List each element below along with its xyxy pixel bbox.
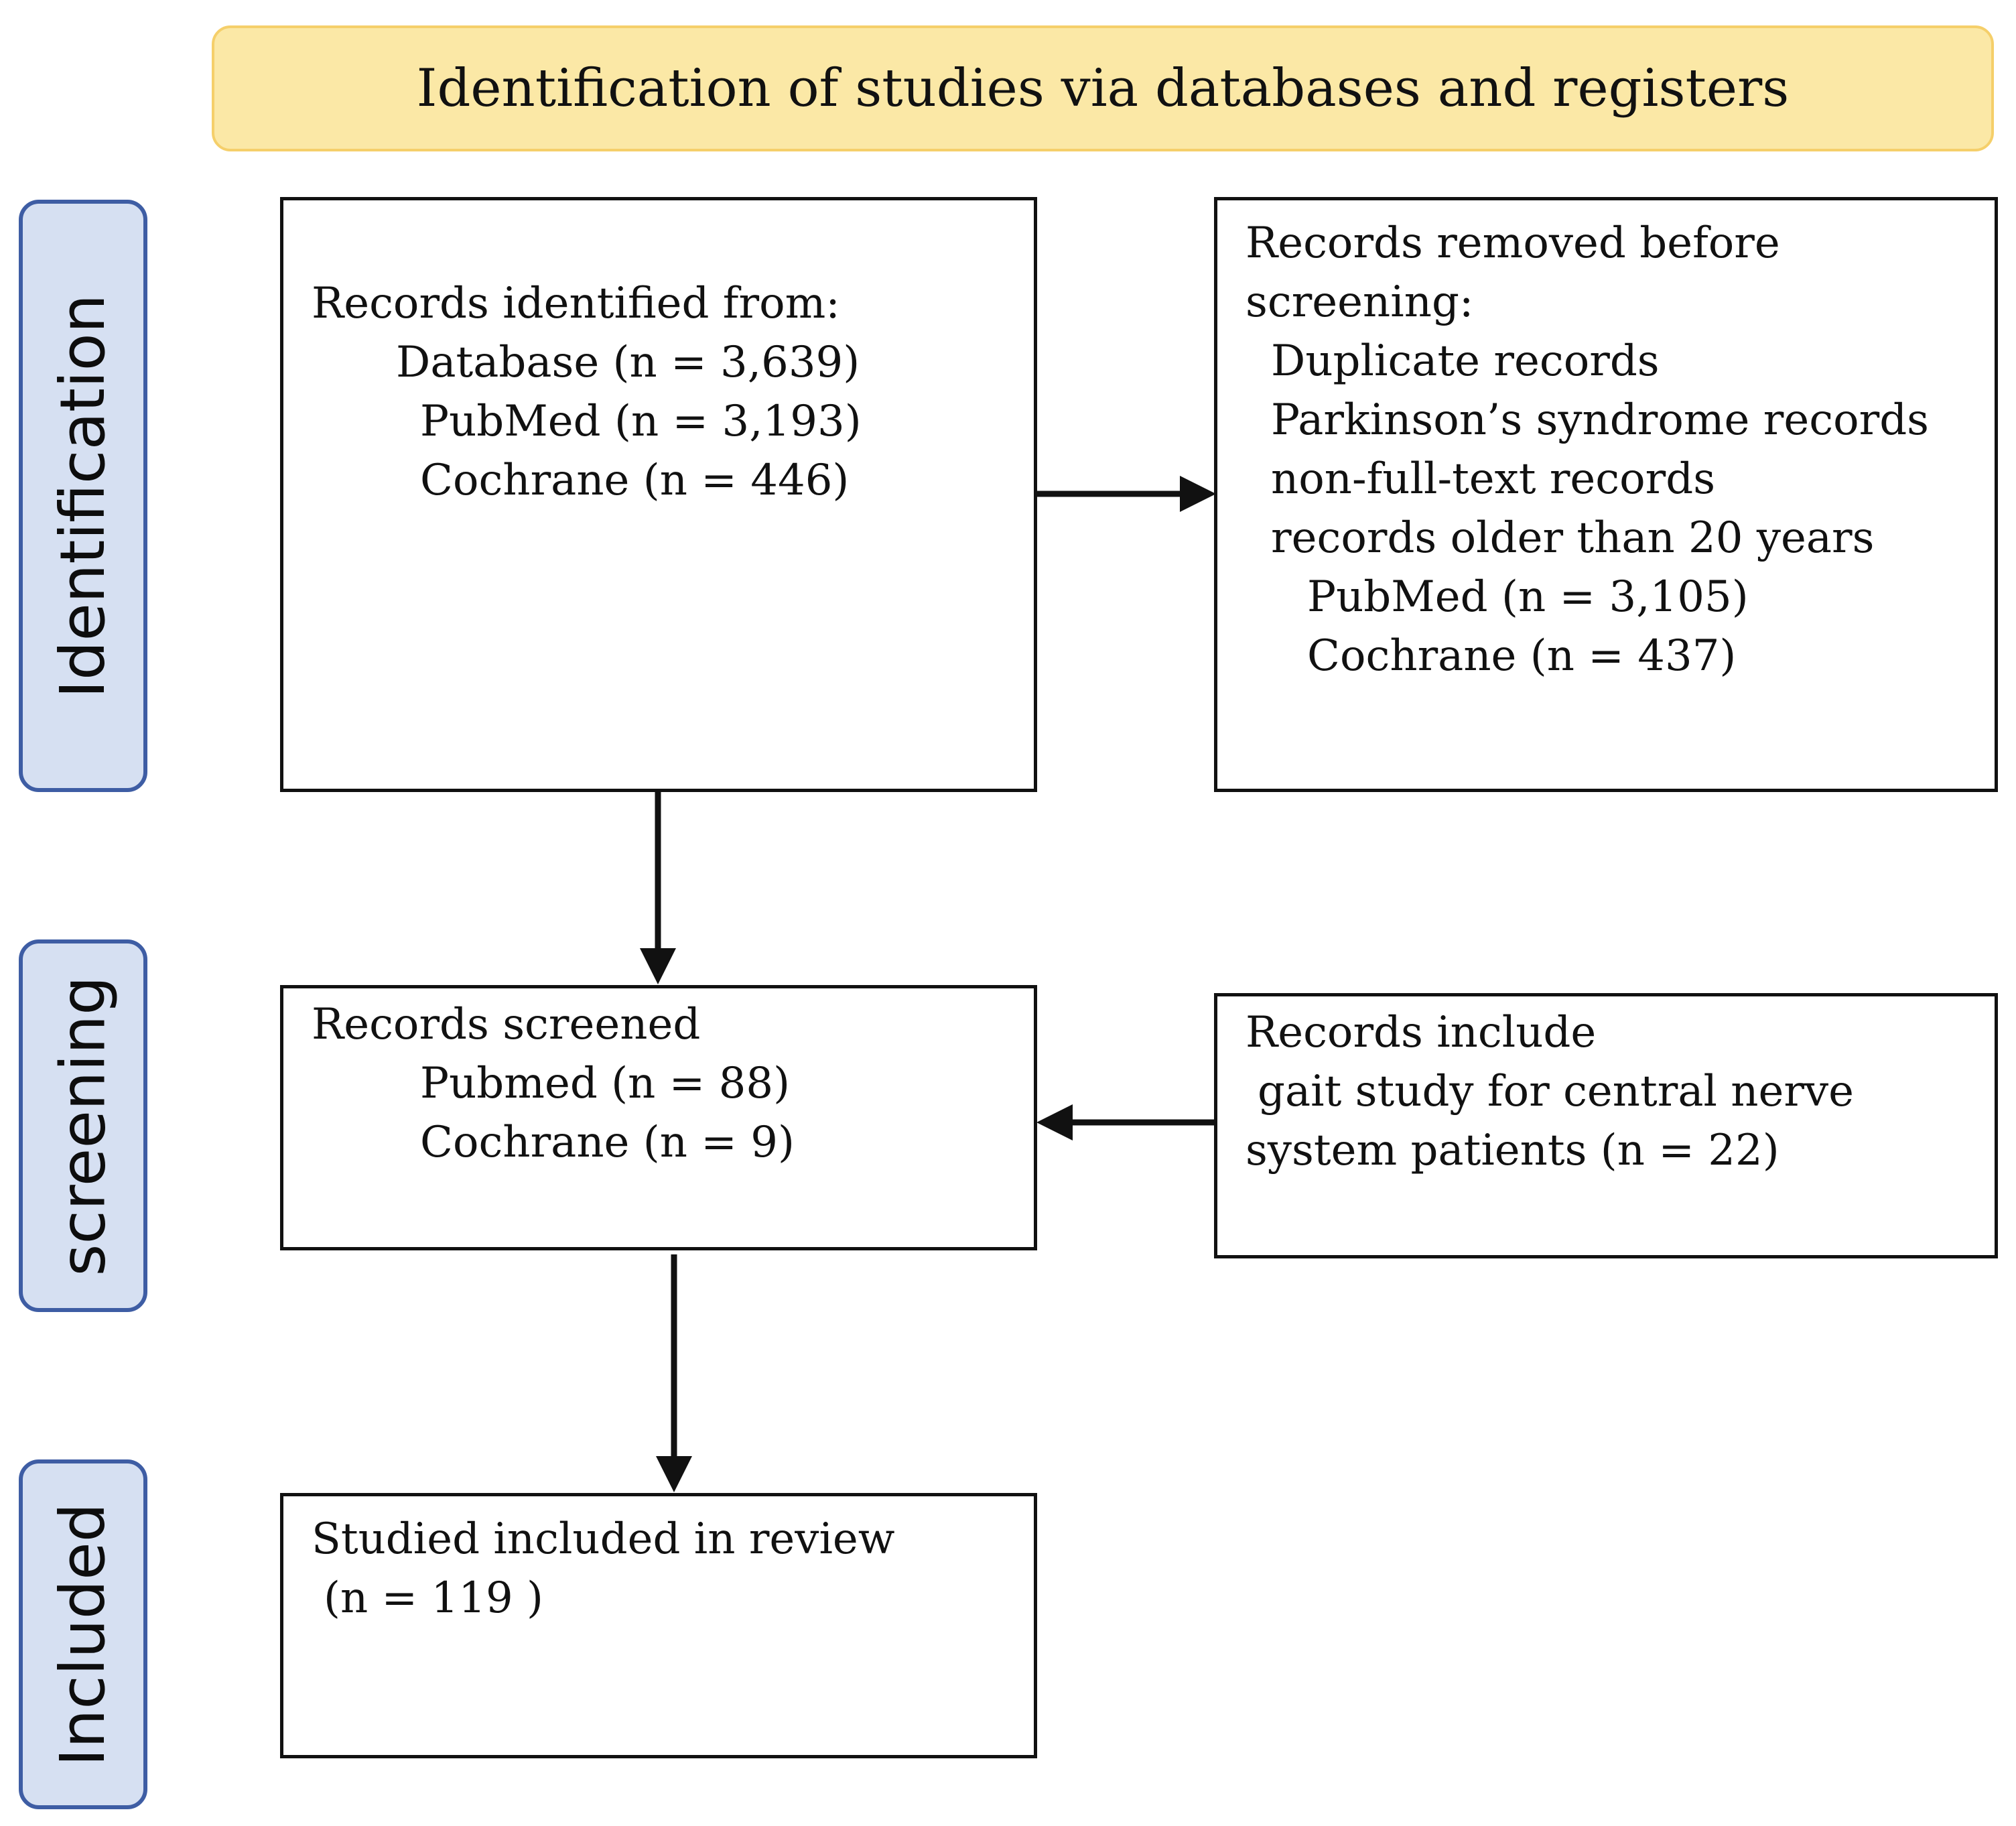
identified-pubmed-count: PubMed (n = 3,193) <box>420 397 862 446</box>
stage-identification: Identification <box>19 200 147 792</box>
identified-database-count: Database (n = 3,639) <box>396 338 860 387</box>
identified-cochrane-count: Cochrane (n = 446) <box>420 456 850 505</box>
header-title: Identification of studies via databases … <box>416 58 1790 119</box>
studies-included-box: Studied included in review (n = 119 ) <box>280 1493 1037 1758</box>
records-removed-box: Records removed before screening: Duplic… <box>1214 197 1998 792</box>
removed-non-full-text: non-full-text records <box>1271 454 1716 504</box>
identified-heading: Records identified from: <box>312 279 840 328</box>
removed-heading-1: Records removed before <box>1246 218 1780 268</box>
included-heading: Studied included in review <box>312 1514 895 1564</box>
include-gait-study: gait study for central nerve <box>1258 1067 1854 1116</box>
screened-heading: Records screened <box>312 1000 701 1049</box>
removed-parkinsons: Parkinson’s syndrome records <box>1271 395 1929 445</box>
records-identified-box: Records identified from: Database (n = 3… <box>280 197 1037 792</box>
header-banner: Identification of studies via databases … <box>212 25 1994 151</box>
removed-heading-2: screening: <box>1246 277 1474 327</box>
removed-duplicates: Duplicate records <box>1271 336 1660 386</box>
include-heading: Records include <box>1246 1008 1597 1057</box>
screened-pubmed-count: Pubmed (n = 88) <box>420 1059 791 1108</box>
removed-older: records older than 20 years <box>1271 513 1875 563</box>
records-include-box: Records include gait study for central n… <box>1214 993 1998 1258</box>
screened-cochrane-count: Cochrane (n = 9) <box>420 1118 795 1167</box>
removed-cochrane-count: Cochrane (n = 437) <box>1307 631 1737 681</box>
include-patients-count: system patients (n = 22) <box>1246 1126 1779 1175</box>
stage-screening: screening <box>19 939 147 1312</box>
stage-included: Included <box>19 1459 147 1809</box>
records-screened-box: Records screened Pubmed (n = 88) Cochran… <box>280 985 1037 1250</box>
removed-pubmed-count: PubMed (n = 3,105) <box>1307 572 1749 622</box>
included-count: (n = 119 ) <box>324 1573 543 1623</box>
